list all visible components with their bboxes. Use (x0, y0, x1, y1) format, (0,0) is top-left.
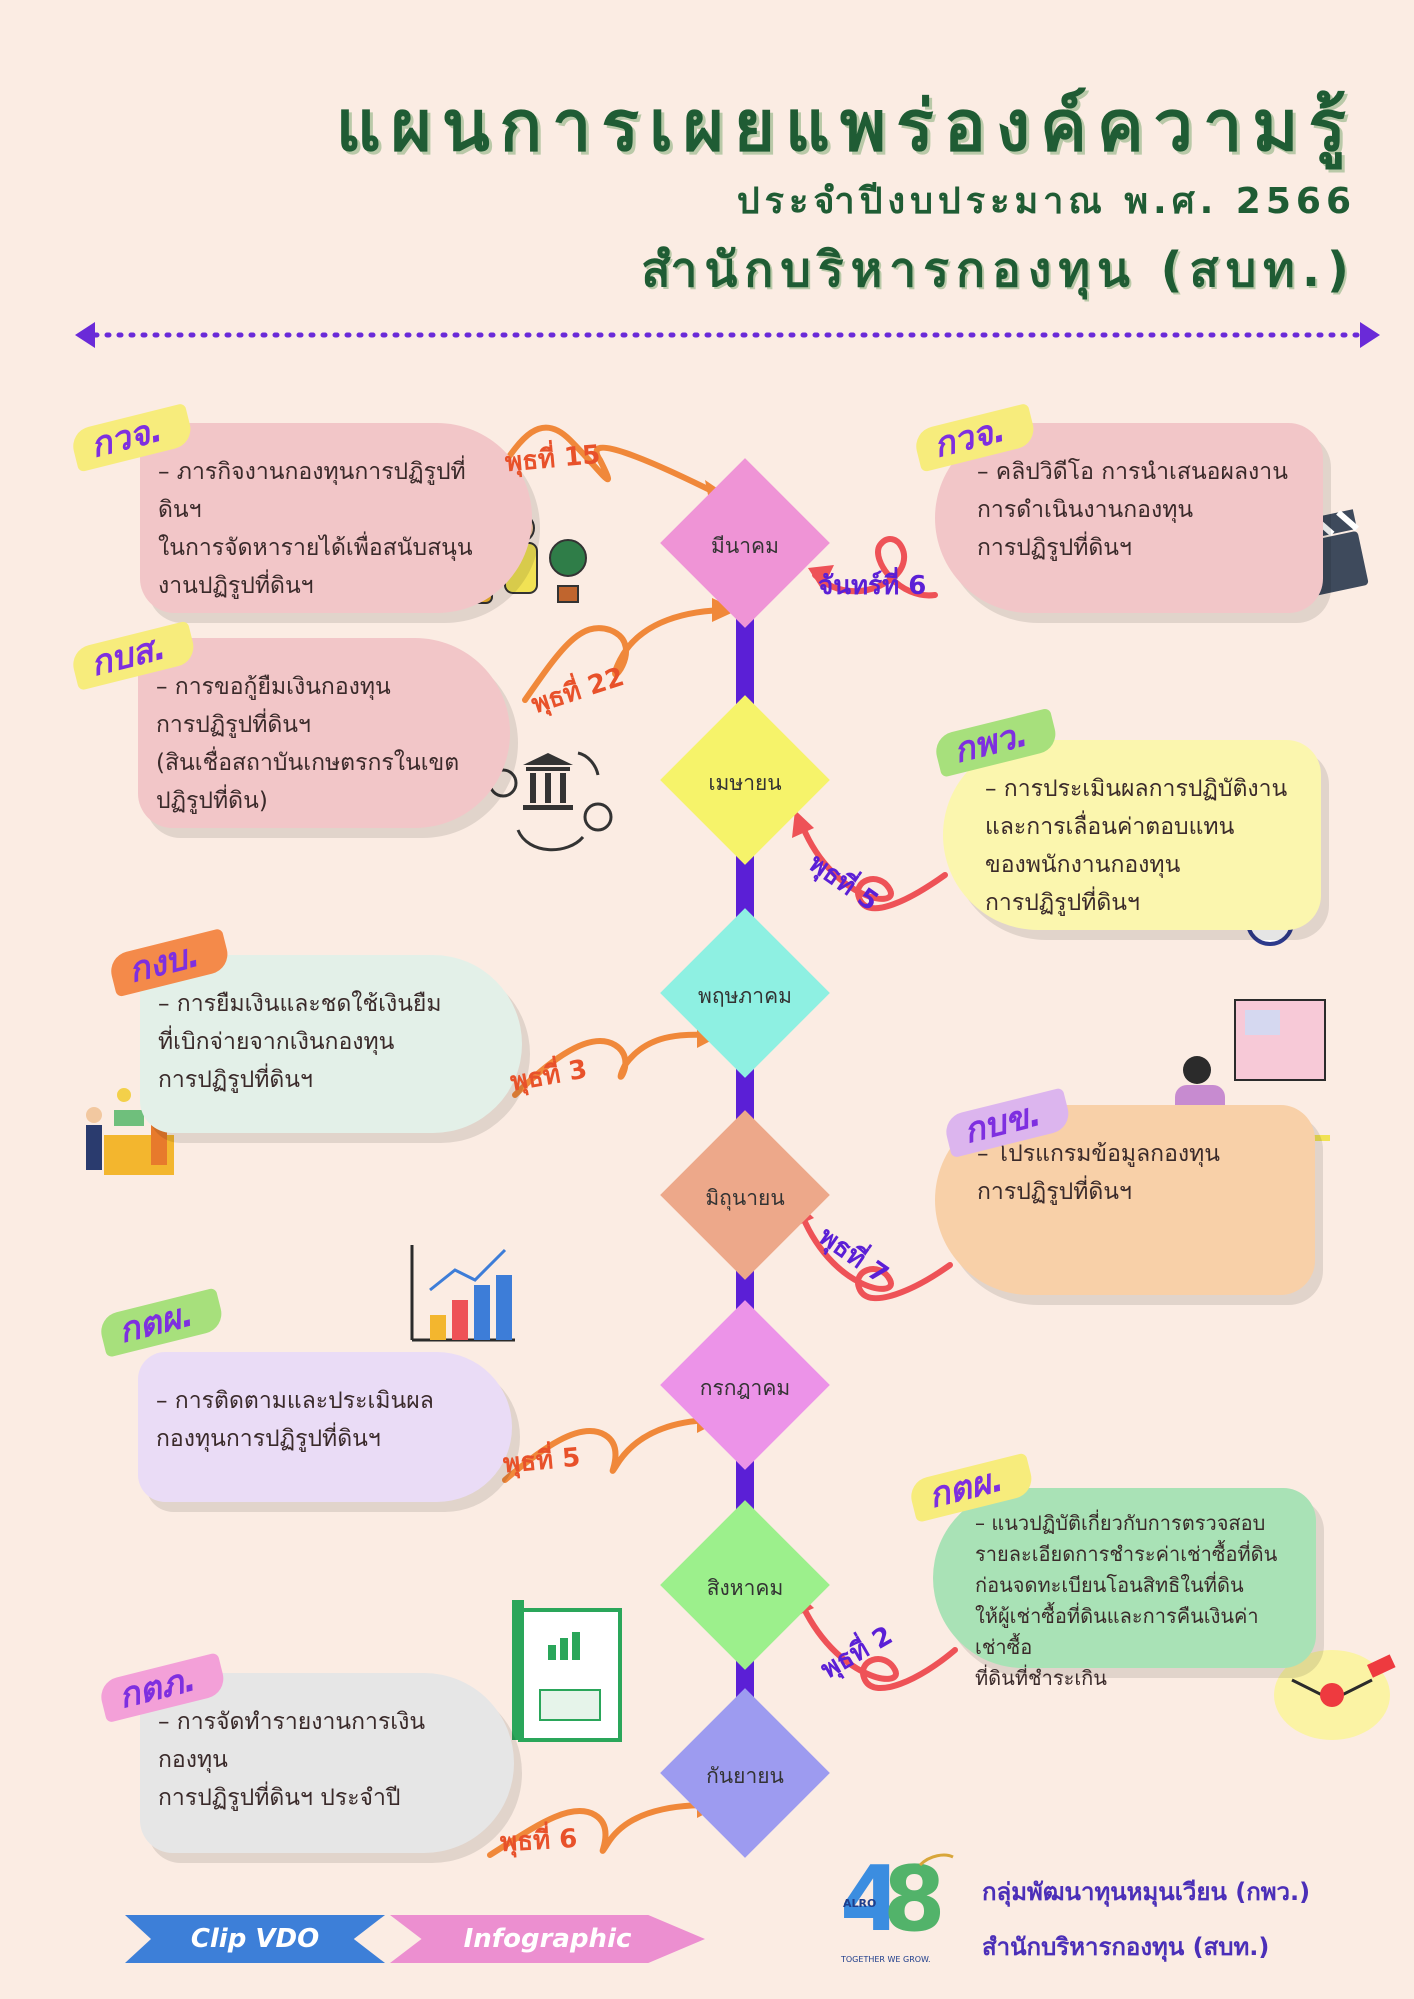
svg-text:4: 4 (840, 1847, 903, 1952)
event-text: – การจัดทำรายงานการเงินกองทุน การปฏิรูปท… (158, 1709, 426, 1811)
office-name: สำนักบริหารกองทุน (สบท.) (641, 242, 1356, 298)
event-card-7: – การติดตามและประเมินผล กองทุนการปฏิรูปท… (138, 1352, 512, 1502)
header-divider (75, 322, 1380, 348)
footer-office: สำนักบริหารกองทุน (สบท.) (982, 1933, 1270, 1961)
event-text: – แนวปฏิบัติเกี่ยวกับการตรวจสอบ รายละเอี… (975, 1511, 1278, 1690)
event-text: – การประเมินผลการปฏิบัติงาน และการเลื่อน… (985, 776, 1288, 916)
month-label-2: เมษายน (708, 771, 782, 795)
legend-infographic: Infographic (390, 1915, 705, 1963)
month-label-1: มีนาคม (711, 534, 779, 558)
event-card-3: – การขอกู้ยืมเงินกองทุน การปฏิรูปที่ดินฯ… (138, 638, 510, 828)
report-document-icon (512, 1600, 622, 1742)
arrow-right-1 (812, 536, 938, 599)
arrow-left-2 (522, 607, 733, 703)
legend-clip-vdo: Clip VDO (125, 1915, 385, 1963)
event-card-5: – การยืมเงินและชดใช้เงินยืม ที่เบิกจ่ายจ… (140, 955, 522, 1133)
handshake-icon (1274, 1650, 1396, 1740)
arrow-left-5 (487, 1802, 718, 1858)
arrow-left-4 (502, 1417, 718, 1483)
month-label-3: พฤษภาคม (698, 984, 792, 1008)
event-text: – การขอกู้ยืมเงินกองทุน การปฏิรูปที่ดินฯ… (156, 674, 460, 814)
month-label-7: กันยายน (706, 1764, 784, 1788)
arrowhead-right-2 (792, 810, 814, 838)
month-label-4: มิถุนายน (705, 1186, 785, 1210)
arrow-right-3 (797, 1207, 953, 1302)
page-subtitle: ประจำปีงบประมาณ พ.ศ. 2566 (736, 181, 1356, 222)
event-card-1: – ภารกิจงานกองทุนการปฏิรูปที่ดินฯ ในการจ… (140, 423, 532, 613)
arrow-right-2 (797, 817, 948, 912)
logo-slogan: TOGETHER WE GROW. (841, 1955, 931, 1964)
day-label-9: พุธที่ 6 (499, 1823, 579, 1859)
day-label-2: จันทร์ที่ 6 (818, 571, 927, 601)
svg-text:8: 8 (883, 1847, 946, 1952)
event-text: – โปรแกรมข้อมูลกองทุน การปฏิรูปที่ดินฯ (977, 1141, 1221, 1205)
event-text: – ภารกิจงานกองทุนการปฏิรูปที่ดินฯ ในการจ… (158, 459, 473, 599)
month-label-5: กรกฎาคม (699, 1376, 791, 1400)
bank-exchange-icon (488, 751, 613, 852)
arrow-left-1 (497, 424, 723, 498)
page-title: แผนการเผยแพร่องค์ความรู้ (335, 85, 1356, 167)
day-label-1: พุธที่ 15 (503, 439, 602, 479)
event-text: – คลิปวิดีโอ การนำเสนอผลงาน การดำเนินงาน… (977, 459, 1288, 561)
footer-group: กลุ่มพัฒนาทุนหมุนเวียน (กพว.) (982, 1878, 1311, 1906)
event-card-8: – แนวปฏิบัติเกี่ยวกับการตรวจสอบ รายละเอี… (933, 1488, 1316, 1690)
alro-logo: 4 8 ALRO TOGETHER WE GROW. (835, 1845, 965, 1970)
arrow-left-3 (512, 1031, 718, 1098)
logo-text: ALRO (843, 1897, 877, 1910)
arrowhead-left-2 (712, 598, 738, 622)
day-label-7: พุธที่ 5 (501, 1442, 582, 1480)
arrow-right-4 (797, 1597, 958, 1692)
bar-chart-icon (410, 1245, 515, 1342)
event-card-4: – การประเมินผลการปฏิบัติงาน และการเลื่อน… (943, 740, 1321, 930)
month-label-6: สิงหาคม (706, 1576, 784, 1600)
event-text: – การติดตามและประเมินผล กองทุนการปฏิรูปท… (156, 1388, 434, 1452)
arrowhead-right-1 (808, 565, 834, 590)
event-text: – การยืมเงินและชดใช้เงินยืม ที่เบิกจ่ายจ… (158, 991, 442, 1093)
